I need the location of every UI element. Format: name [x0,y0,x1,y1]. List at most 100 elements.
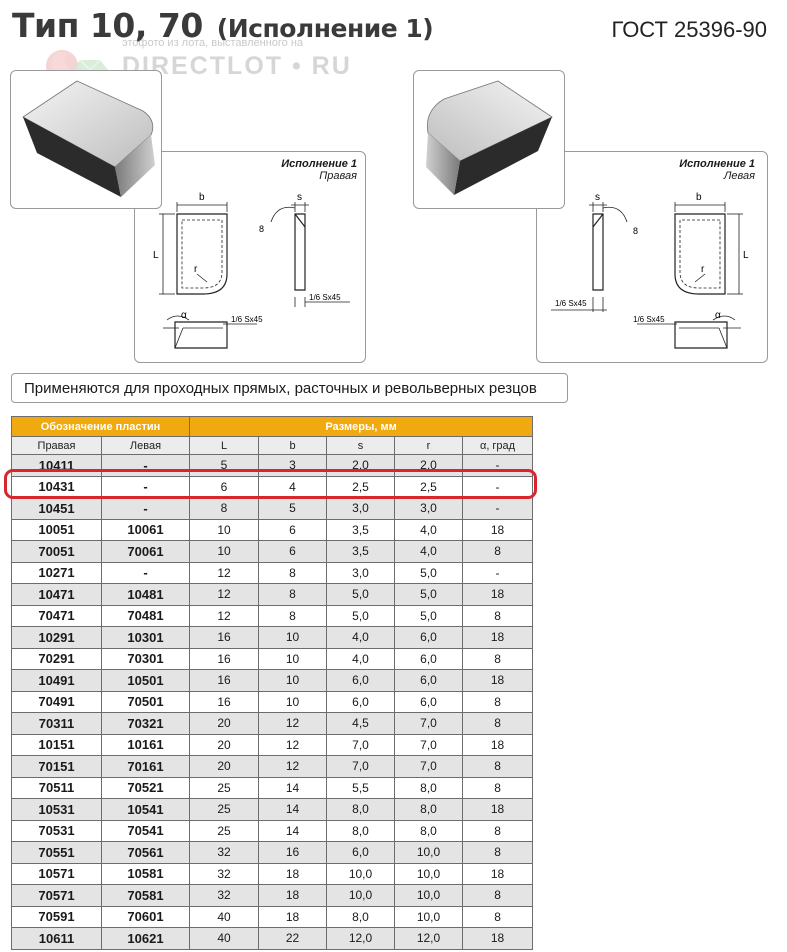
dimension-cell: 18 [461,927,534,950]
dimension-cell: 8 [461,604,534,627]
dimension-cell: 3,0 [326,497,395,520]
dimension-cell: 6,0 [394,626,463,649]
dim-s-right: s [297,192,302,203]
spec-table: Обозначение пластин Размеры, мм Правая Л… [11,416,534,950]
insert-left-image [426,80,553,195]
col-header-s: s [326,436,395,455]
title-main: Тип 10, 70 [12,6,203,45]
designation-cell: 70491 [11,690,102,713]
dimension-cell: 12,0 [394,927,463,950]
designation-cell: 70591 [11,905,102,928]
dimension-cell: 5 [189,454,259,477]
dimension-cell: 6,0 [326,841,395,864]
dimension-cell: 8 [461,776,534,799]
designation-cell: 70571 [11,884,102,907]
drawing-right-schematic: b L r s 8 1/6 Sx45 α 1/6 Sx45 [153,192,350,349]
dimension-cell: 5 [258,497,327,520]
dimension-cell: 4,5 [326,712,395,735]
dimension-cell: 4,0 [326,626,395,649]
dimension-cell: 5,0 [326,583,395,606]
dimension-cell: 8 [461,540,534,563]
dimension-cell: 6 [258,518,327,541]
dimension-cell: 3,0 [394,497,463,520]
dimension-cell: 8,0 [394,819,463,842]
group-header-designation: Обозначение пластин [11,416,190,437]
dimension-cell: 3,5 [326,518,395,541]
dimension-cell: 5,0 [326,604,395,627]
dimension-cell: 8,0 [394,798,463,821]
dimension-cell: 8 [461,647,534,670]
dimension-cell: 8 [461,841,534,864]
col-header-left: Левая [101,436,190,455]
dimension-cell: 5,0 [394,583,463,606]
dimension-cell: 18 [461,862,534,885]
dimension-cell: 10 [258,626,327,649]
designation-cell: 10491 [11,669,102,692]
dimension-cell: 7,0 [394,733,463,756]
dimension-cell: 2,0 [326,454,395,477]
table-group-header-row: Обозначение пластин Размеры, мм [11,416,534,437]
designation-cell: 10411 [11,454,102,477]
dimension-cell: 6,0 [326,669,395,692]
dimension-cell: 18 [461,669,534,692]
dimension-cell: 18 [461,518,534,541]
dimension-cell: 2,5 [394,475,463,498]
dim-r-right: r [194,264,198,275]
dimension-cell: 14 [258,798,327,821]
dimension-cell: 3 [258,454,327,477]
designation-cell: 10501 [101,669,190,692]
dimension-cell: 4,0 [394,540,463,563]
dimension-cell: 10 [258,647,327,670]
designation-cell: 70311 [11,712,102,735]
dimension-cell: 16 [189,647,259,670]
dimension-cell: 40 [189,905,259,928]
dimension-cell: 8 [461,905,534,928]
dimension-cell: 10 [258,669,327,692]
dim-s-left: s [595,192,600,203]
col-header-b: b [258,436,327,455]
dim-r-left: r [701,264,705,275]
designation-cell: 70561 [101,841,190,864]
designation-cell: 70291 [11,647,102,670]
dimension-cell: 32 [189,884,259,907]
dimension-cell: 5,0 [394,561,463,584]
dimension-cell: 40 [189,927,259,950]
dim-L-left: L [743,250,749,261]
drawing-left-panel: Исполнение 1 Левая [536,151,768,363]
watermark-caption: этофото из лота, выставленного на [122,37,304,49]
dimension-cell: 8,0 [326,905,395,928]
dimension-cell: 8,0 [326,819,395,842]
dimension-cell: 5,0 [394,604,463,627]
dimension-cell: 8 [461,690,534,713]
designation-cell: 10301 [101,626,190,649]
insert-photo-right [10,70,162,209]
title-subtitle: (Исполнение 1) [216,14,434,43]
designation-cell: 10621 [101,927,190,950]
dimension-cell: 6 [258,540,327,563]
dim-alpha-right: α [181,310,187,321]
dimension-cell: 10,0 [394,841,463,864]
drawing-left-schematic: b L r s 8 1/6 Sx45 α 1/6 Sx45 [551,192,749,349]
dimension-cell: 16 [189,669,259,692]
dimension-cell: 12 [189,561,259,584]
dimension-cell: 12 [258,712,327,735]
dimension-cell: 2,0 [394,454,463,477]
designation-cell: 70511 [11,776,102,799]
dimension-cell: 2,5 [326,475,395,498]
designation-cell: - [101,475,190,498]
drawing-right-side: Правая [319,170,357,182]
dimension-cell: 25 [189,819,259,842]
group-header-dimensions: Размеры, мм [188,416,534,437]
dimension-cell: 12 [258,733,327,756]
designation-cell: 10431 [11,475,102,498]
dimension-cell: 10 [189,540,259,563]
